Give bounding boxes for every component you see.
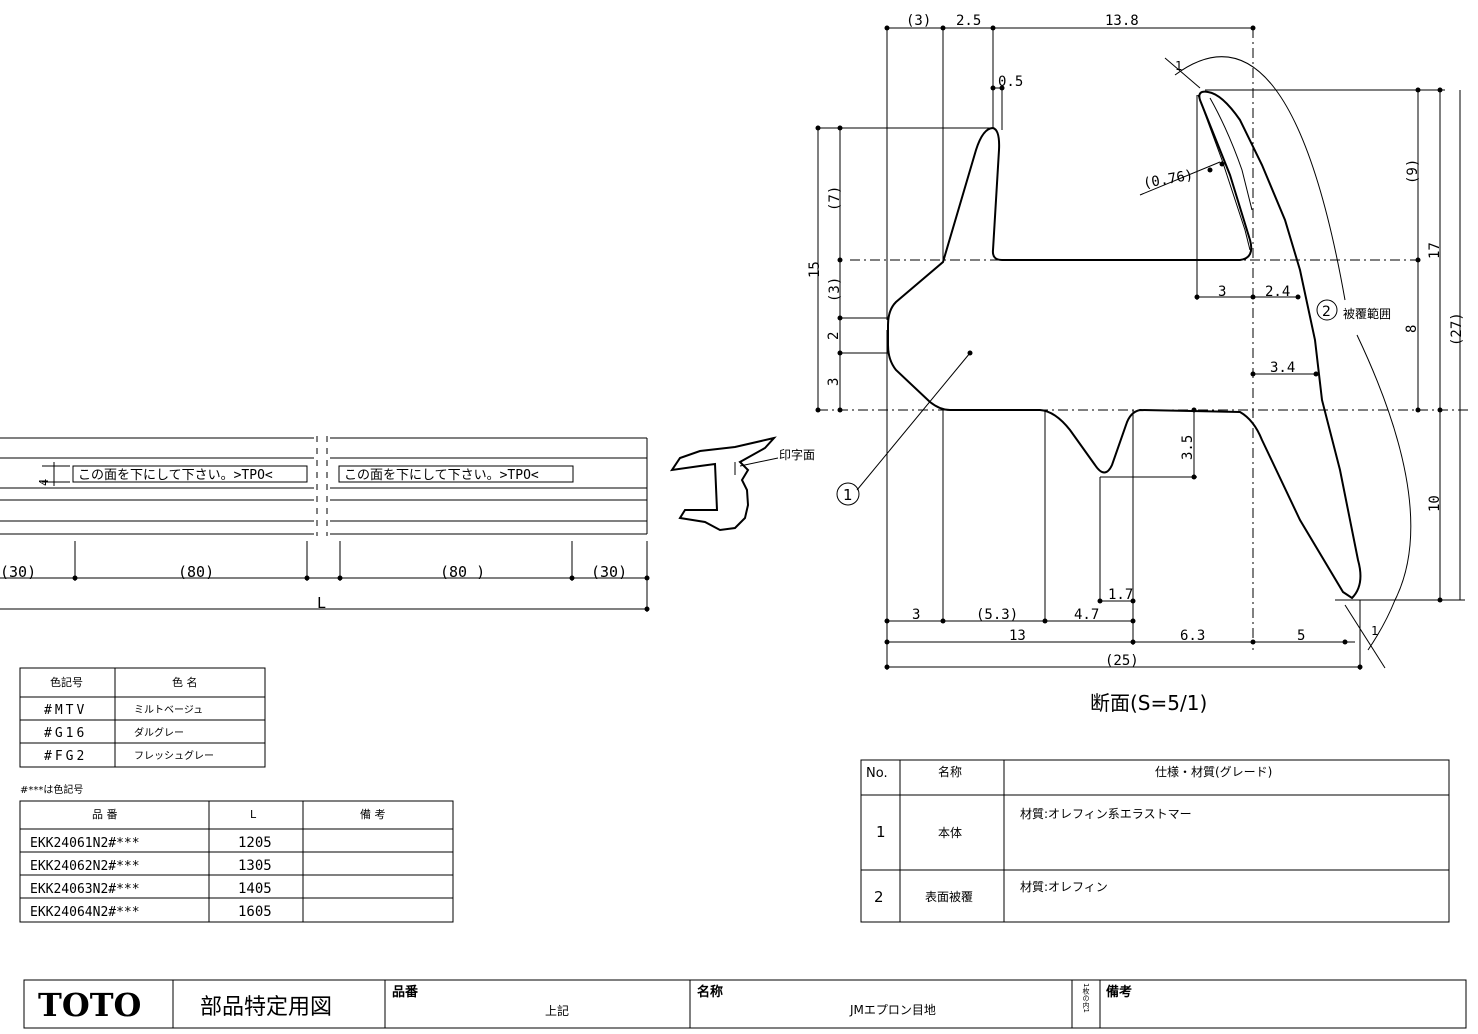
dim-top-13-8: 13.8: [1105, 13, 1139, 29]
color-row-3-code: #FG2: [44, 749, 87, 764]
dim-left-15: 15: [807, 261, 823, 278]
part-row-1-no: EKK24061N2#***: [30, 836, 140, 851]
spec-header-no: No.: [866, 766, 888, 781]
strip-print-text-1: この面を下にして下さい。>TPO<: [78, 468, 273, 483]
dim-mid-3-4: 3.4: [1270, 360, 1295, 376]
dim-mid-left: (80): [178, 563, 214, 581]
part-row-2-no: EKK24062N2#***: [30, 859, 140, 874]
dim-top-3: (3): [906, 13, 931, 29]
color-row-3-name: フレッシュグレー: [134, 749, 214, 762]
name-label: 名称: [697, 984, 723, 1000]
part-1-marker: 1: [843, 486, 853, 504]
spec-row-1-spec: 材質:オレフィン系エラストマー: [1020, 806, 1192, 821]
color-header-name: 色 名: [172, 675, 198, 689]
spec-row-1-name: 本体: [938, 826, 962, 840]
dim-mid-3-5: 3.5: [1180, 435, 1196, 460]
strip-print-text-2: この面を下にして下さい。>TPO<: [344, 468, 539, 483]
part-2-marker: 2: [1322, 304, 1331, 320]
strip-view: この面を下にして下さい。>TPO< この面を下にして下さい。>TPO< 4 (3…: [0, 436, 650, 612]
spec-row-2-no: 2: [874, 888, 884, 906]
color-row-1-name: ミルトベージュ: [134, 704, 203, 716]
color-table: 色記号 色 名 #MTV ミルトベージュ #G16 ダルグレー #FG2 フレッ…: [19, 667, 266, 768]
part-row-4-l: 1605: [238, 904, 272, 920]
dim-bot-5: 5: [1297, 628, 1305, 644]
dim-coat-1-bot: 1: [1371, 624, 1378, 638]
spec-row-2-name: 表面被覆: [925, 890, 973, 904]
small-section-icon: 印字面: [669, 436, 815, 532]
part-row-2-l: 1305: [238, 858, 272, 874]
dim-right-8: 8: [1404, 325, 1420, 333]
dim-length: L: [317, 594, 326, 612]
part-row-3-no: EKK24063N2#***: [30, 882, 140, 897]
dim-bot-25: (25): [1105, 653, 1139, 669]
part-row-4-no: EKK24064N2#***: [30, 905, 140, 920]
spec-header-spec: 仕様・材質(グレード): [1155, 764, 1272, 779]
dim-right-17: 17: [1427, 242, 1443, 259]
spec-header-name: 名称: [938, 764, 962, 779]
section-outline: [887, 90, 1362, 600]
dim-bot-3: 3: [912, 607, 920, 623]
part-header-no: 品 番: [92, 808, 118, 821]
part-header-remarks: 備 考: [360, 808, 386, 821]
dim-bot-4-7: 4.7: [1074, 607, 1099, 623]
toto-logo: TOTO: [38, 986, 141, 1024]
dim-top-2-5: 2.5: [956, 13, 981, 29]
color-header-code: 色記号: [50, 675, 83, 689]
color-row-2-name: ダルグレー: [134, 726, 184, 739]
part-no-label: 品番: [392, 984, 419, 1000]
dim-bot-1-7: 1.7: [1108, 587, 1133, 603]
dim-left-2: 2: [826, 332, 842, 340]
part-table: 品 番 L 備 考 EKK24061N2#*** 1205 EKK24062N2…: [19, 800, 454, 923]
color-note: #***は色記号: [20, 783, 83, 796]
part-row-1-l: 1205: [238, 835, 272, 851]
dim-left-3a: (3): [827, 277, 843, 302]
spec-table: No. 名称 仕様・材質(グレード) 1 本体 材質:オレフィン系エラストマー …: [860, 759, 1450, 923]
part-no-value: 上記: [545, 1003, 569, 1018]
dim-coat-1-top: 1: [1175, 59, 1182, 73]
dim-end-left: (30): [0, 563, 36, 581]
dim-left-3b: 3: [826, 378, 842, 386]
part-header-l: L: [250, 808, 257, 821]
dim-left-7: (7): [827, 186, 843, 211]
color-row-2-code: #G16: [44, 726, 87, 741]
print-side-label: 印字面: [779, 447, 815, 462]
dim-mid-right: (80 ): [440, 563, 485, 581]
doc-type: 部品特定用図: [200, 995, 332, 1020]
spec-row-1-no: 1: [876, 823, 886, 841]
dim-bot-13: 13: [1009, 628, 1026, 644]
part-2-label: 被覆範囲: [1343, 306, 1391, 321]
title-block: TOTO 部品特定用図 品番 上記 名称 JMエプロン目地 1枚の内1 備考: [23, 979, 1467, 1029]
dim-bot-6-3: 6.3: [1180, 628, 1205, 644]
name-value: JMエプロン目地: [849, 1003, 936, 1017]
part-row-3-l: 1405: [238, 881, 272, 897]
color-row-1-code: #MTV: [44, 703, 87, 718]
remarks-label: 備考: [1106, 984, 1132, 1000]
dim-lip-0-5: 0.5: [998, 74, 1023, 90]
dim-right-10: 10: [1427, 495, 1443, 512]
dim-mid-2-4: 2.4: [1265, 284, 1290, 300]
dim-bot-5-3: (5.3): [976, 607, 1018, 623]
section-title: 断面(S=5/1): [1090, 691, 1207, 715]
dim-mid-3: 3: [1218, 284, 1226, 300]
dim-coat-0-76: (0.76): [1142, 167, 1195, 192]
cross-section: 1 2 被覆範囲 (3) 2.5 13.8 0.5 1 (0.76): [807, 13, 1470, 715]
dim-right-27: (27): [1449, 312, 1465, 346]
spec-row-2-spec: 材質:オレフィン: [1020, 879, 1108, 894]
sheet-label: 1枚の内1: [1082, 983, 1090, 1013]
dim-right-9: (9): [1405, 159, 1421, 184]
strip-height-mark: 4: [37, 479, 51, 486]
dim-end-right: (30): [591, 563, 627, 581]
